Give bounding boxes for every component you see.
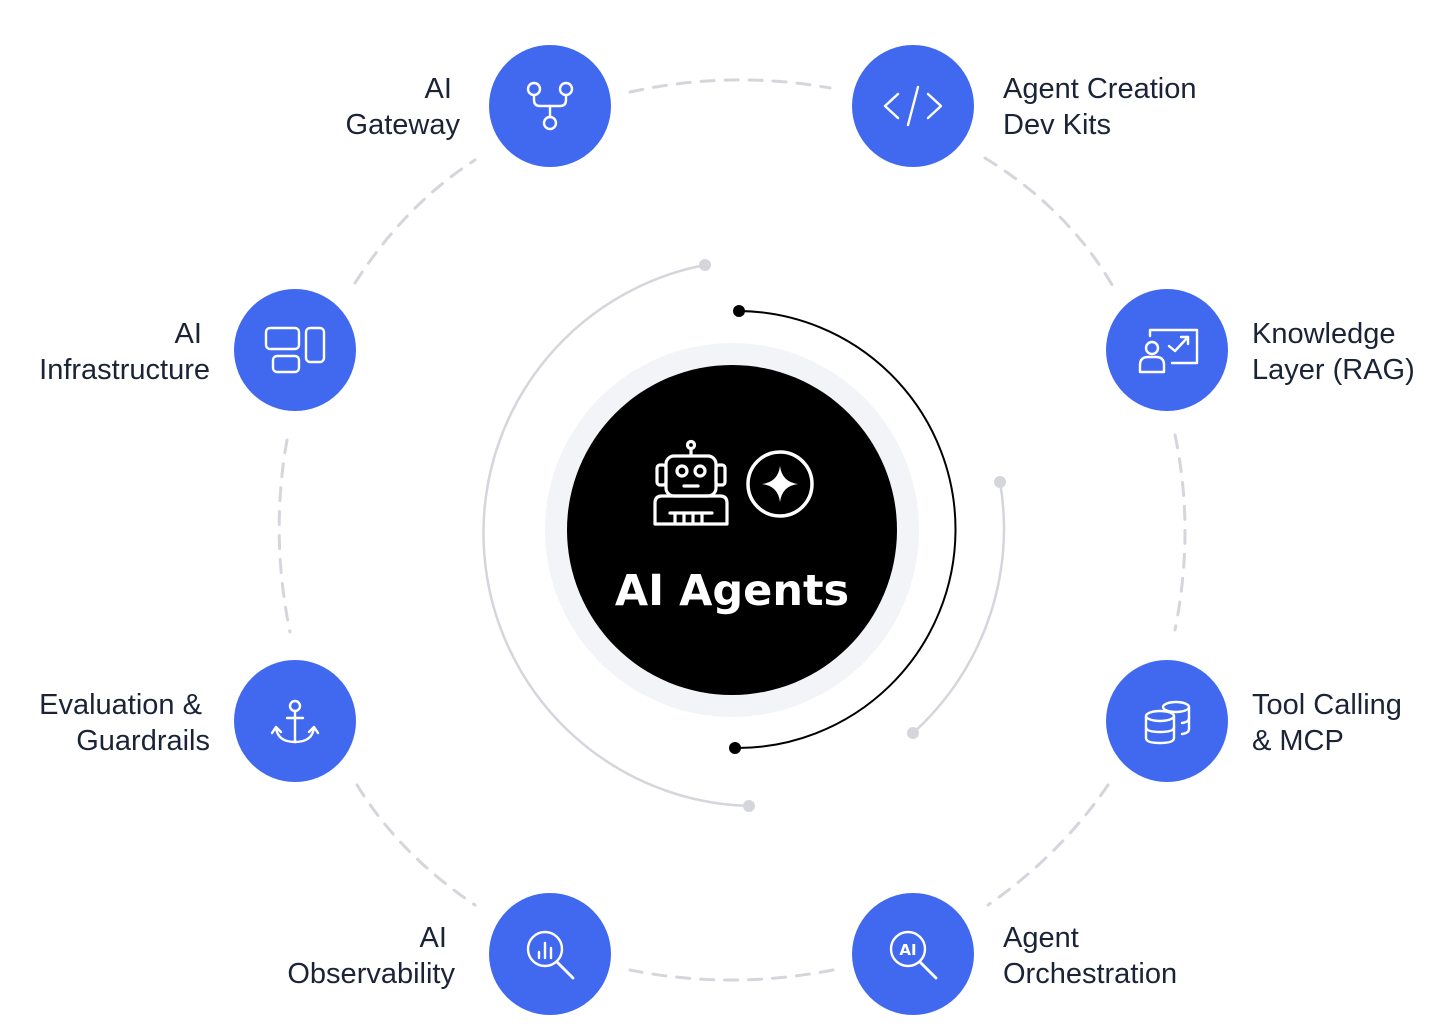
node-evaluation-guardrails[interactable]: Evaluation & Guardrails: [39, 660, 356, 782]
chart-search-icon: [526, 930, 575, 980]
ring-segment: [277, 438, 292, 634]
node-label-line: AI: [425, 73, 452, 105]
presentation-icon: [1138, 328, 1199, 374]
node-label-line: Agent: [1003, 922, 1079, 954]
svg-text:AI Infrastructure: AI Infrastructure: [39, 318, 210, 386]
node-label-line: Knowledge: [1252, 318, 1396, 350]
inner-arc-dot: [699, 259, 711, 271]
node-label-line: Orchestration: [1003, 958, 1177, 990]
node-circle: [852, 893, 974, 1015]
node-agent-creation-dev-kits[interactable]: Agent Creation Dev Kits: [852, 45, 1205, 167]
inner-arcs: [482, 259, 1006, 812]
inner-arc-dot: [729, 742, 741, 754]
node-label-line: Observability: [287, 958, 455, 990]
branch-icon: [526, 81, 574, 131]
node-label-line: & MCP: [1252, 725, 1344, 757]
outer-ring: [277, 78, 1187, 982]
svg-text:AI Observability: AI Observability: [287, 922, 455, 990]
inner-arc-dot: [733, 305, 745, 317]
node-label-line: Dev Kits: [1003, 109, 1111, 141]
ring-segment: [1173, 433, 1187, 632]
robot-icon: [653, 439, 729, 526]
ring-segment: [628, 78, 832, 94]
node-label-line: Infrastructure: [39, 354, 210, 386]
node-label-line: AI: [420, 922, 447, 954]
anchor-icon: [270, 699, 320, 744]
inner-arc-left: [482, 263, 750, 808]
node-label-line: Agent Creation: [1003, 73, 1196, 105]
node-circle: [1106, 289, 1228, 411]
svg-text:Knowledge Layer (RAG): Knowledge Layer (RAG): [1252, 318, 1415, 386]
svg-text:Evaluation & Guardrails: Evaluation & Guardrails: [39, 689, 210, 757]
node-label-line: Evaluation &: [39, 689, 202, 721]
sparkle-icon: [746, 450, 814, 518]
center-hub: AI Agents: [545, 343, 919, 717]
ring-segment: [986, 783, 1110, 907]
inner-arc-dot: [907, 727, 919, 739]
node-label-line: Layer (RAG): [1252, 354, 1415, 386]
svg-text:Tool Calling & MCP: Tool Calling & MCP: [1252, 689, 1410, 757]
svg-text:Agent Orchestration: Agent Orchestration: [1003, 922, 1177, 990]
svg-text:AI Gateway: AI Gateway: [346, 73, 461, 141]
node-ai-infrastructure[interactable]: AI Infrastructure: [39, 289, 356, 411]
layout-icon: [264, 326, 326, 374]
node-ai-observability[interactable]: AI Observability: [287, 893, 611, 1015]
inner-arc-right: [912, 481, 1006, 734]
inner-arc-dot: [994, 476, 1006, 488]
ring-segment: [355, 783, 477, 907]
inner-arc-dark: [734, 310, 957, 750]
node-label-line: AI: [175, 318, 202, 350]
center-title: AI Agents: [615, 566, 849, 616]
center-circle: [567, 365, 897, 695]
ring-segment: [353, 158, 477, 285]
database-icon: [1144, 700, 1191, 745]
node-label-line: Guardrails: [76, 725, 210, 757]
svg-text:Agent Creation Dev Kits: Agent Creation Dev Kits: [1003, 73, 1205, 141]
node-knowledge-layer[interactable]: Knowledge Layer (RAG): [1106, 289, 1415, 411]
node-tool-calling-mcp[interactable]: Tool Calling & MCP: [1106, 660, 1410, 782]
node-label-line: Gateway: [346, 109, 461, 141]
node-label-line: Tool Calling: [1252, 689, 1402, 721]
ai-search-icon: AI: [889, 930, 938, 980]
ring-segment: [628, 968, 835, 982]
node-agent-orchestration[interactable]: AI Agent Orchestration: [852, 893, 1177, 1015]
node-ai-gateway[interactable]: AI Gateway: [346, 45, 611, 167]
svg-text:AI: AI: [899, 941, 916, 959]
ring-segment: [983, 156, 1117, 292]
inner-arc-dot: [743, 800, 755, 812]
code-icon: [883, 85, 943, 127]
